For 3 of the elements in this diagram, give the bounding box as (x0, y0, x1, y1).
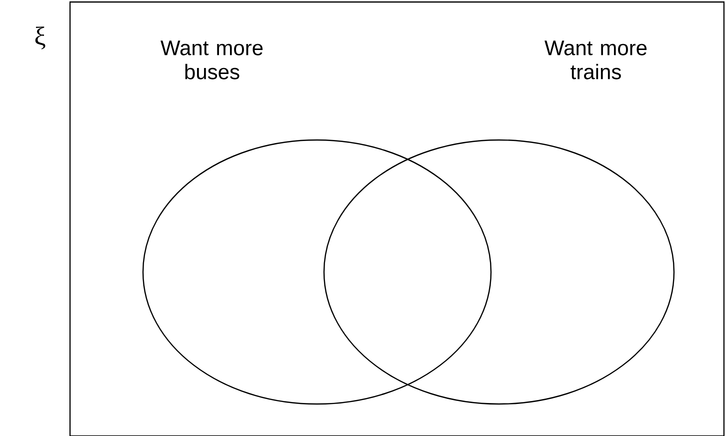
set-label: Want more buses (160, 40, 263, 80)
universal-set-symbol: ξ (35, 26, 46, 50)
set-label: Want more trains (544, 40, 647, 80)
